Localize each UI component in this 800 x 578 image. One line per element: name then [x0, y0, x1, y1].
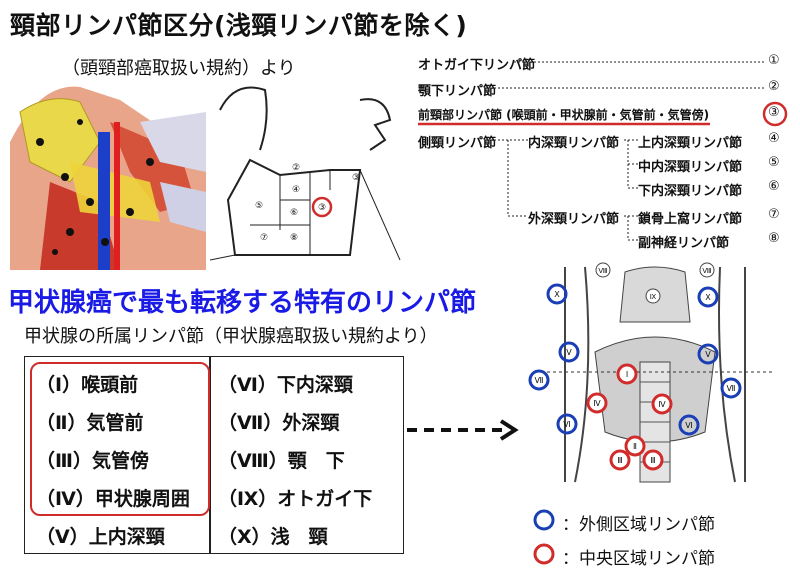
blue-heading: 甲状腺癌で最も転移する特有のリンパ節 — [8, 288, 477, 318]
classification-tree: オトガイ下リンパ節 ① 顎下リンパ節 ② 前頸部リンパ節 (喉頭前・甲状腺前・気… — [418, 50, 798, 256]
central-node-label: Ⅲ — [650, 456, 656, 465]
lateral-node-label: Ⅹ — [705, 293, 711, 302]
central-legend-circle — [533, 543, 555, 565]
central-node-label: Ⅱ — [633, 442, 637, 451]
sub-num: ⑧ — [768, 231, 780, 246]
sub-label: 中内深頸リンパ節 — [638, 160, 743, 175]
sub-num: ⑤ — [768, 155, 780, 170]
table-cell: （Ⅳ）甲状腺周囲 — [36, 488, 190, 510]
table-cell: （Ⅸ）オトガイ下 — [218, 488, 373, 510]
highlight-circle — [311, 196, 333, 218]
sub-num: ⑥ — [768, 179, 780, 194]
table-cell: （Ⅶ）外深頸 — [218, 412, 340, 434]
sub-num: ④ — [768, 131, 780, 146]
lateral-node-label: Ⅵ — [563, 420, 570, 429]
page-title: 頸部リンパ節区分(浅頸リンパ節を除く) — [10, 11, 468, 40]
tree-row-num: ① — [768, 53, 780, 68]
thyroid-anatomy-diagram: Ⅷ Ⅸ Ⅷ Ⅹ Ⅹ Ⅴ Ⅴ Ⅶ Ⅶ Ⅵ Ⅵ Ⅰ Ⅳ Ⅳ Ⅱ Ⅲ Ⅲ — [525, 262, 785, 494]
sub-label: 副神経リンパ節 — [638, 236, 730, 251]
region-label: ④ — [292, 185, 300, 195]
node-label: Ⅸ — [650, 293, 657, 301]
central-node-label: Ⅲ — [617, 456, 623, 465]
table-cell: （Ⅹ）浅 頸 — [218, 526, 328, 548]
legend-label-lateral: ：外側区域リンパ節 — [562, 515, 715, 535]
lateral-node-label: Ⅵ — [685, 421, 692, 430]
page-subtitle: （頭頸部癌取扱い規約）より — [62, 58, 296, 79]
table-cell: （Ⅷ）顎 下 — [218, 450, 345, 472]
lateral-node-label: Ⅹ — [554, 290, 560, 299]
region-label: ③ — [318, 203, 326, 213]
sub-label: 下内深頸リンパ節 — [638, 184, 743, 199]
tree-row-label: 前頸部リンパ節 (喉頭前・甲状腺前・気管前・気管傍) — [418, 108, 710, 122]
lateral-node-label: Ⅴ — [705, 350, 711, 359]
lateral-node-label: Ⅴ — [566, 348, 572, 357]
central-group-box — [30, 362, 210, 516]
sub-label: 上内深頸リンパ節 — [638, 136, 743, 151]
tree-row-num: ② — [768, 79, 780, 94]
internal-label: 内深頸リンパ節 — [528, 136, 620, 151]
lateral-node-label: Ⅶ — [535, 376, 544, 385]
external-label: 外深頸リンパ節 — [528, 212, 620, 227]
region-label: ② — [292, 163, 300, 173]
table-cell: （Ⅰ）喉頭前 — [36, 374, 139, 396]
tree-lines — [418, 61, 788, 241]
colored-neck-illustration — [10, 82, 206, 270]
node-label: Ⅷ — [598, 267, 607, 275]
tree-row-label: 側頸リンパ節 — [418, 136, 497, 151]
tree-row-label: オトガイ下リンパ節 — [418, 58, 536, 73]
lateral-node-label: Ⅶ — [727, 384, 736, 393]
tree-row-label: 顎下リンパ節 — [418, 84, 497, 99]
node-label: Ⅷ — [702, 267, 711, 275]
neck-region-diagram: ② ④ ③ ⑤ ⑥ ⑦ ⑧ ③ — [210, 86, 401, 261]
lateral-legend-circle — [533, 509, 555, 531]
tree-row-num: ③ — [768, 105, 780, 120]
sub-label: 鎖骨上窩リンパ節 — [638, 212, 743, 227]
legend: ：外側区域リンパ節 ：中央区域リンパ節 — [532, 506, 792, 570]
arrow-right-icon — [407, 419, 519, 441]
central-node-label: Ⅳ — [658, 400, 666, 409]
sub-heading: 甲状腺の所属リンパ節（甲状腺癌取扱い規約より） — [24, 326, 438, 347]
region-label: ⑦ — [260, 233, 268, 243]
region-label: ⑧ — [290, 233, 298, 243]
table-cell: （Ⅴ）上内深頸 — [36, 526, 165, 548]
table-cell: （Ⅲ）気管傍 — [36, 450, 149, 472]
region-label: ⑤ — [255, 201, 263, 211]
sub-num: ⑦ — [768, 207, 780, 222]
region-label: ③ — [352, 173, 360, 183]
table-cell: （Ⅵ）下内深頸 — [218, 374, 353, 396]
table-cell: （Ⅱ）気管前 — [36, 412, 144, 434]
central-node-label: Ⅰ — [626, 370, 628, 379]
region-label: ⑥ — [290, 208, 298, 218]
central-node-label: Ⅳ — [593, 399, 601, 408]
legend-label-central: ：中央区域リンパ節 — [562, 549, 715, 569]
